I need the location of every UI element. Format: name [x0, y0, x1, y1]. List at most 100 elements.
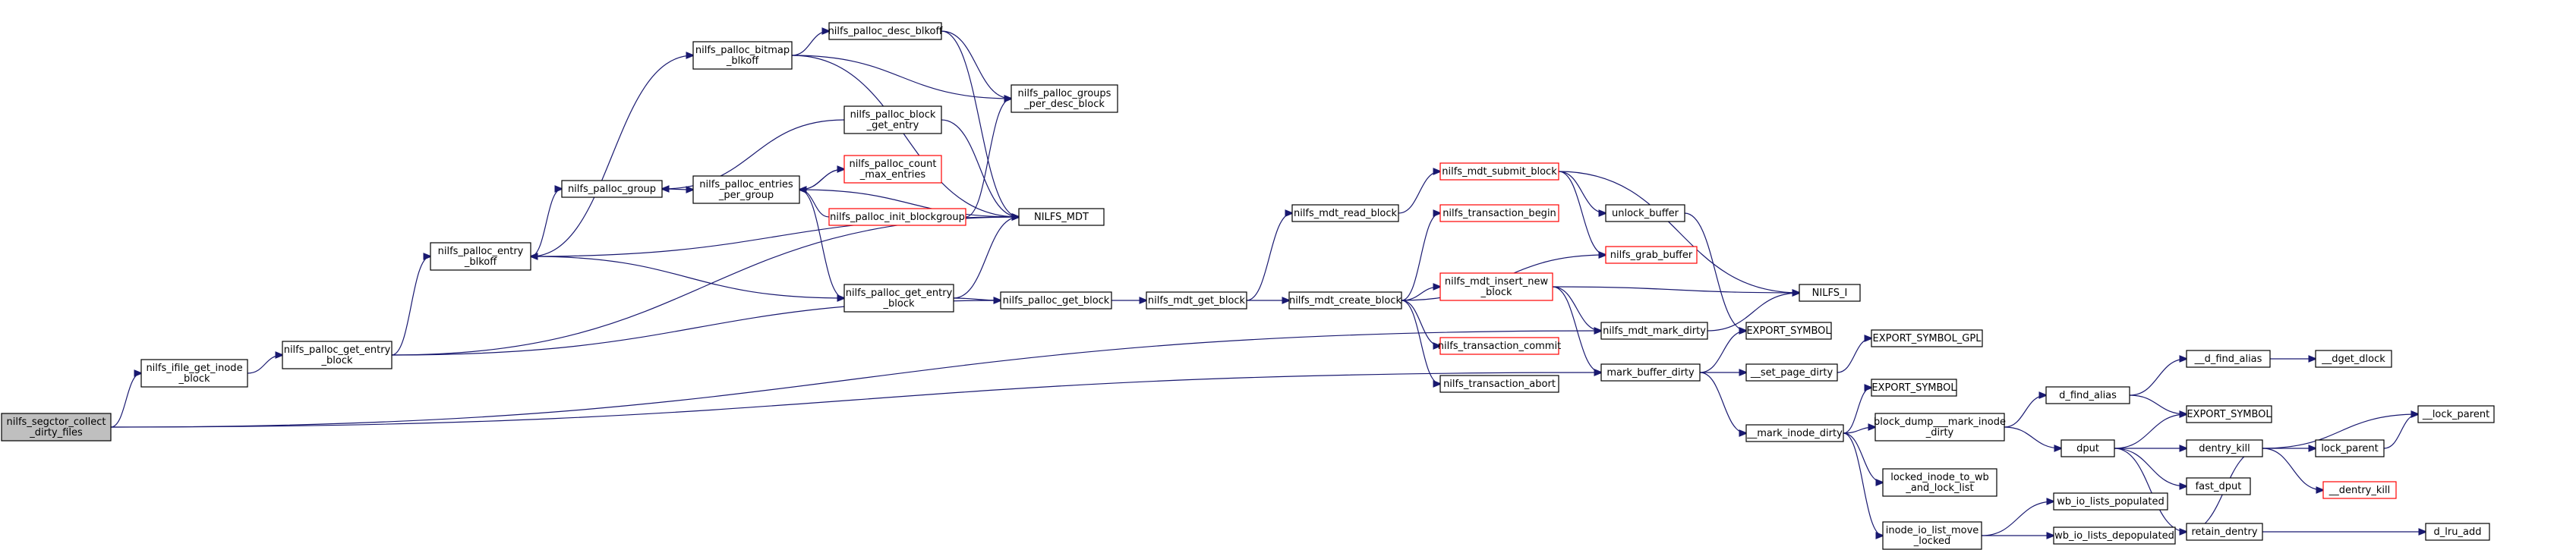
node-dentry_kill[interactable]: dentry_kill: [2186, 439, 2263, 457]
node-transaction_abort[interactable]: nilfs_transaction_abort: [1439, 375, 1559, 393]
node-transaction_begin[interactable]: nilfs_transaction_begin: [1439, 204, 1559, 222]
node-d_lru_add[interactable]: d_lru_add: [2425, 523, 2490, 541]
edge-d_find_alias-to-__d_find_alias: [2129, 359, 2187, 396]
node-box: [2417, 405, 2495, 423]
node-retain_dentry[interactable]: retain_dentry: [2186, 523, 2263, 541]
node-mark_buffer_dirty[interactable]: mark_buffer_dirty: [1600, 363, 1701, 382]
node-wb_io_lists_depopulated[interactable]: wb_io_lists_depopulated: [2053, 526, 2176, 545]
node-label: nilfs_segctor_collect: [7, 416, 106, 428]
node-ifile_get_inode_block[interactable]: nilfs_ifile_get_inode_block: [140, 359, 248, 388]
node-root[interactable]: nilfs_segctor_collect_dirty_files: [1, 413, 112, 442]
node-palloc_get_block[interactable]: nilfs_palloc_get_block: [1000, 291, 1112, 310]
node-label: nilfs_mdt_create_block: [1289, 295, 1402, 306]
edge-dput-to-fast_dput: [2114, 448, 2187, 486]
edge-inode_io_list_move_locked-to-wb_io_lists_populated: [1981, 501, 2054, 536]
node-box: [2315, 439, 2385, 457]
node-inode_io_list_move_locked[interactable]: inode_io_list_move_locked: [1882, 521, 1982, 550]
node-box: [1882, 521, 1982, 550]
node-label: wb_io_lists_depopulated: [2054, 530, 2174, 542]
node-mark_inode_dirty[interactable]: __mark_inode_dirty: [1745, 424, 1844, 442]
node-label: _block: [178, 373, 210, 385]
node-locked_inode_to_wb[interactable]: locked_inode_to_wb_and_lock_list: [1882, 468, 1997, 497]
node-EXPORT_SYMBOL_GPL[interactable]: EXPORT_SYMBOL_GPL: [1871, 329, 1983, 347]
node-grab_buffer[interactable]: nilfs_grab_buffer: [1605, 246, 1698, 264]
node-label: nilfs_palloc_get_block: [1003, 295, 1110, 306]
node-mdt_mark_dirty[interactable]: nilfs_mdt_mark_dirty: [1600, 322, 1708, 340]
node-label: _get_entry: [866, 120, 919, 131]
edge-root-to-mdt_mark_dirty: [110, 331, 1601, 428]
node-box: [1011, 84, 1118, 113]
node-box: [2186, 477, 2251, 495]
node-label: dput: [2076, 443, 2099, 454]
edge-palloc_get_entry_block2-to-palloc_get_block: [953, 298, 1001, 300]
node-label: __dget_dlock: [2321, 354, 2385, 365]
node-unlock_buffer[interactable]: unlock_buffer: [1605, 204, 1685, 222]
node-label: nilfs_transaction_abort: [1443, 379, 1556, 390]
edge-root-to-mark_buffer_dirty: [110, 372, 1601, 428]
node-block_dump_mark_inode[interactable]: block_dump___mark_inode_dirty: [1874, 413, 2006, 442]
node-label: _per_group: [718, 190, 774, 201]
edge-mdt_read_block-to-mdt_submit_block: [1398, 171, 1440, 214]
node-palloc_entry_blkoff[interactable]: nilfs_palloc_entry_blkoff: [430, 242, 531, 271]
node-box: [1291, 204, 1399, 222]
node-palloc_desc_blkoff[interactable]: nilfs_palloc_desc_blkoff: [828, 22, 944, 40]
node-__dentry_kill[interactable]: __dentry_kill: [2322, 481, 2397, 499]
node-palloc_group[interactable]: nilfs_palloc_group: [561, 180, 663, 198]
node-box: [2060, 439, 2115, 457]
node-box: [843, 284, 954, 313]
edge-palloc_get_entry_block2-to-palloc_entry_blkoff: [531, 256, 845, 299]
node-label: nilfs_mdt_submit_block: [1442, 166, 1557, 178]
node-mdt_insert_new_block[interactable]: nilfs_mdt_insert_new_block: [1439, 272, 1553, 301]
node-mdt_create_block[interactable]: nilfs_mdt_create_block: [1288, 291, 1402, 310]
node-mdt_submit_block[interactable]: nilfs_mdt_submit_block: [1439, 162, 1559, 181]
node-set_page_dirty[interactable]: __set_page_dirty: [1745, 363, 1838, 382]
node-label: nilfs_palloc_get_entry: [284, 344, 391, 356]
node-label: _block: [321, 355, 353, 366]
node-palloc_entries_per_group[interactable]: nilfs_palloc_entries_per_group: [692, 175, 800, 204]
node-EXPORT_SYMBOL_1[interactable]: EXPORT_SYMBOL: [1745, 322, 1832, 340]
node-label: EXPORT_SYMBOL: [1746, 325, 1831, 337]
node-palloc_bitmap_blkoff[interactable]: nilfs_palloc_bitmap_blkoff: [692, 41, 793, 70]
node-palloc_count_max_entries[interactable]: nilfs_palloc_count_max_entries: [843, 155, 942, 184]
node-transaction_commit[interactable]: nilfs_transaction_commit: [1438, 337, 1561, 355]
node-label: nilfs_palloc_desc_blkoff: [828, 26, 944, 37]
node-box: [1439, 162, 1559, 181]
node-EXPORT_SYMBOL_2[interactable]: EXPORT_SYMBOL: [1871, 379, 1957, 397]
node-label: _dirty_files: [29, 427, 83, 438]
edge-mdt_insert_new_block-to-mark_buffer_dirty: [1552, 286, 1601, 372]
node-wb_io_lists_populated[interactable]: wb_io_lists_populated: [2053, 492, 2168, 511]
node-palloc_get_entry_block[interactable]: nilfs_palloc_get_entry_block: [282, 341, 393, 369]
node-palloc_get_entry_block2[interactable]: nilfs_palloc_get_entry_block: [843, 284, 954, 313]
node-palloc_init_blockgroup[interactable]: nilfs_palloc_init_blockgroup: [828, 208, 966, 226]
node-box: [2053, 492, 2168, 511]
node-box: [282, 341, 393, 369]
node-NILFS_MDT[interactable]: NILFS_MDT: [1018, 208, 1105, 226]
node-mdt_read_block[interactable]: nilfs_mdt_read_block: [1291, 204, 1399, 222]
node-lock_parent[interactable]: lock_parent: [2315, 439, 2385, 457]
node-label: mark_buffer_dirty: [1606, 367, 1695, 379]
node-box: [1874, 413, 2005, 442]
node-label: _locked: [1913, 536, 1951, 547]
edge-palloc_get_entry_block2-to-NILFS_MDT: [953, 217, 1019, 299]
edge-block_dump_mark_inode-to-d_find_alias: [2004, 395, 2046, 428]
node-dput[interactable]: dput: [2060, 439, 2115, 457]
node-palloc_block_get_entry[interactable]: nilfs_palloc_block_get_entry: [843, 105, 942, 134]
node-palloc_groups_per_desc_block[interactable]: nilfs_palloc_groups_per_desc_block: [1011, 84, 1118, 113]
node-box: [692, 175, 800, 204]
edge-mark_inode_dirty-to-EXPORT_SYMBOL_2: [1843, 388, 1871, 434]
edge-mdt_create_block-to-transaction_commit: [1401, 300, 1440, 346]
node-__d_find_alias[interactable]: __d_find_alias: [2186, 350, 2271, 368]
node-box: [2425, 523, 2490, 541]
node-__lock_parent[interactable]: __lock_parent: [2417, 405, 2495, 423]
edge-palloc_init_blockgroup-to-palloc_groups_per_desc_block: [965, 99, 1011, 218]
node-label: dentry_kill: [2199, 443, 2250, 454]
node-d_find_alias[interactable]: d_find_alias: [2045, 386, 2130, 404]
node-box: [828, 208, 966, 226]
node-label: nilfs_mdt_insert_new: [1445, 276, 1549, 288]
node-NILFS_I[interactable]: NILFS_I: [1799, 284, 1861, 302]
node-box: [1799, 284, 1861, 302]
node-mdt_get_block[interactable]: nilfs_mdt_get_block: [1146, 291, 1247, 310]
node-EXPORT_SYMBOL_3[interactable]: EXPORT_SYMBOL: [2186, 405, 2272, 423]
node-dget_dlock[interactable]: __dget_dlock: [2315, 350, 2392, 368]
node-fast_dput[interactable]: fast_dput: [2186, 477, 2251, 495]
